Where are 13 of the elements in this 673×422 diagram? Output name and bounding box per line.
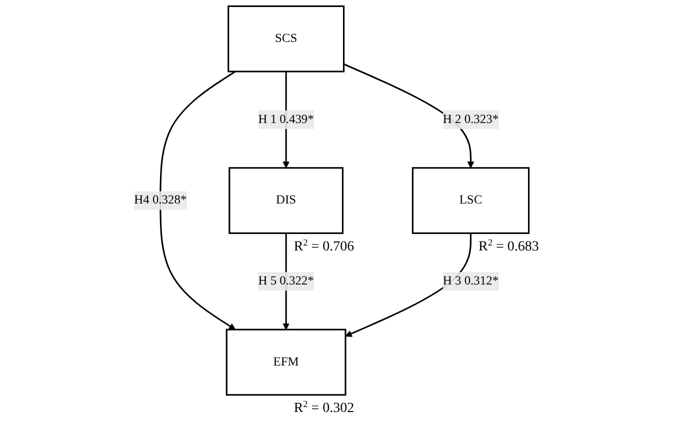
r-squared-label: R$^{2}$ = 0.683 [478, 238, 539, 254]
r-squared-label: R$^{2}$ = 0.302 [294, 400, 354, 416]
r-squared-label: R$^{2}$ = 0.706 [294, 238, 354, 254]
arrow [160, 70, 236, 330]
edge-label: H 3 0.312* [442, 274, 499, 288]
node-box: LSC [412, 167, 530, 234]
node-box: EFM [226, 328, 346, 396]
edge-label: H4 0.328* [134, 194, 187, 207]
edge-label: H 2 0.323* [442, 112, 499, 126]
node-box: SCS [228, 5, 345, 72]
edge-label: H 5 0.322* [258, 274, 314, 288]
node-box: DIS [228, 167, 344, 234]
edge-label: H 1 0.439* [258, 112, 314, 126]
